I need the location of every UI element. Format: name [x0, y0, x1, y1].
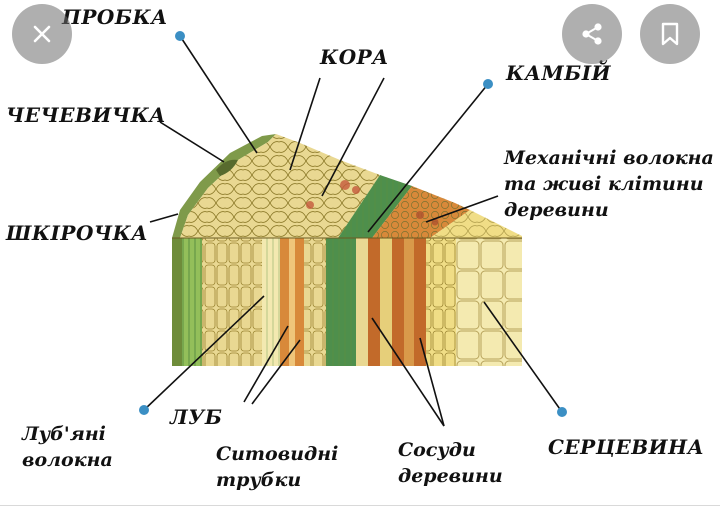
label-mekh-line1: Механічні волокна: [504, 147, 714, 169]
label-kambiy: КАМБІЙ: [506, 61, 611, 85]
dot-kambiy: [483, 79, 493, 89]
share-icon: [582, 23, 602, 45]
label-mekh-line3: деревини: [504, 199, 609, 221]
label-chechevychka: ЧЕЧЕВИЧКА: [6, 103, 167, 127]
pointer-kambiy: [367, 83, 489, 233]
label-mekh-line2: та живі клітини: [504, 173, 704, 195]
dot-probka: [175, 31, 185, 41]
pointer-lub-1: [243, 325, 289, 403]
label-lubiani-line2: волокна: [22, 449, 113, 471]
label-sosudy-line1: Сосуди: [398, 439, 476, 461]
pointer-lines: [143, 35, 563, 427]
wedge-front-face: [172, 237, 522, 366]
label-sytovydni-line1: Ситовидні: [216, 443, 339, 465]
pointer-sertsevyna: [483, 301, 563, 413]
pointer-kora-2: [321, 77, 385, 197]
bookmark-button[interactable]: [640, 4, 700, 64]
vessel-2: [392, 238, 404, 366]
share-button[interactable]: [562, 4, 622, 64]
pointer-probka: [179, 35, 258, 154]
pointer-chechevychka: [159, 121, 225, 163]
dot-lubiani: [139, 405, 149, 415]
pointer-sosudy-2: [419, 337, 445, 427]
label-kora: КОРА: [320, 45, 389, 69]
pointer-lub-2: [251, 339, 301, 405]
bookmark-icon: [661, 22, 679, 46]
sieve-tube-2: [295, 238, 304, 366]
label-sytovydni-line2: трубки: [216, 469, 302, 491]
pointer-dots: [139, 31, 567, 417]
close-icon: [33, 25, 51, 43]
pointer-lubiani: [143, 295, 265, 411]
label-sertsevyna: СЕРЦЕВИНА: [548, 435, 705, 459]
label-lubiani-line1: Луб'яні: [22, 423, 106, 445]
label-probka: ПРОБКА: [62, 5, 168, 29]
pointer-shkirochka: [149, 213, 179, 223]
pointer-kora: [289, 77, 321, 171]
lenticel: [216, 159, 238, 176]
bottom-divider: [0, 505, 720, 506]
cork-layer-top: [172, 134, 276, 238]
pointer-sosudy-1: [371, 317, 445, 427]
label-lub: ЛУБ: [170, 405, 223, 429]
vessel-3: [414, 238, 426, 366]
cork-front: [172, 238, 182, 366]
close-button[interactable]: [12, 4, 72, 64]
vessel-1: [368, 238, 380, 366]
label-shkirochka: ШКІРОЧКА: [6, 221, 149, 245]
pointer-mekh: [425, 195, 499, 223]
dot-sertsevyna: [557, 407, 567, 417]
wedge-top-face: [172, 134, 522, 238]
sieve-tube-1: [280, 238, 289, 366]
label-sosudy-line2: деревини: [398, 465, 503, 487]
